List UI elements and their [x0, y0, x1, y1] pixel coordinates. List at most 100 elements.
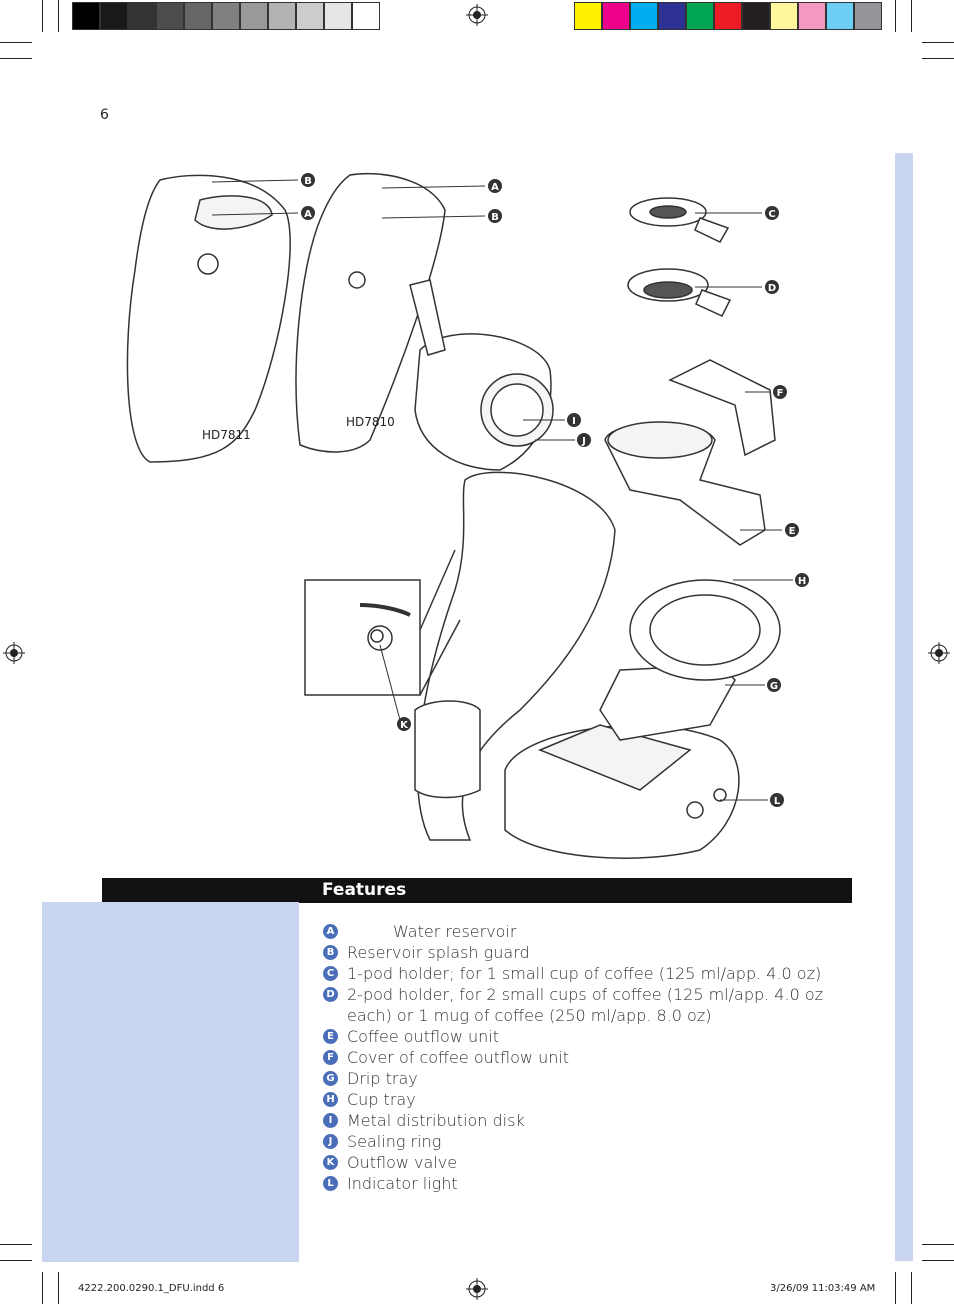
gray-swatch	[184, 2, 212, 30]
crop-mark	[0, 1260, 32, 1261]
feature-text: Water reservoir	[393, 922, 517, 941]
color-swatch	[686, 2, 714, 30]
callout-e: E	[785, 523, 799, 537]
gray-swatch	[72, 2, 100, 30]
color-swatch	[798, 2, 826, 30]
svg-text:A: A	[304, 209, 312, 220]
footer-file-name: 4222.200.0290.1_DFU.indd 6	[78, 1283, 225, 1294]
list-item: G Drip tray	[323, 1068, 863, 1089]
svg-text:D: D	[768, 283, 776, 294]
svg-text:F: F	[777, 388, 784, 399]
callout-l: L	[770, 793, 784, 807]
callout-j: J	[577, 433, 591, 447]
crop-mark	[922, 1244, 954, 1245]
left-accent-panel	[42, 902, 299, 1262]
svg-text:H: H	[798, 576, 806, 587]
color-swatch	[658, 2, 686, 30]
footer-timestamp: 3/26/09 11:03:49 AM	[770, 1283, 876, 1294]
gray-swatch	[352, 2, 380, 30]
side-accent-band	[895, 153, 913, 1261]
crop-mark	[42, 0, 43, 32]
svg-text:K: K	[400, 720, 409, 731]
svg-text:B: B	[491, 212, 499, 223]
feature-text: Reservoir splash guard	[347, 943, 530, 962]
crop-mark	[58, 0, 59, 32]
model-label-hd7811: HD7811	[202, 428, 251, 442]
list-item: K Outflow valve	[323, 1152, 863, 1173]
feature-badge: A	[323, 924, 338, 939]
feature-badge: H	[323, 1092, 338, 1107]
feature-badge: F	[323, 1050, 338, 1065]
color-swatch	[714, 2, 742, 30]
feature-text: Drip tray	[347, 1069, 418, 1088]
callout-b-left: B	[301, 173, 315, 187]
list-item: J Sealing ring	[323, 1131, 863, 1152]
list-item: I Metal distribution disk	[323, 1110, 863, 1131]
reservoir-hd7811	[126, 174, 291, 463]
feature-badge: D	[323, 987, 338, 1002]
crop-mark	[0, 58, 32, 59]
registration-mark-icon	[3, 642, 25, 664]
feature-badge: K	[323, 1155, 338, 1170]
svg-text:E: E	[789, 526, 796, 537]
callout-f: F	[773, 385, 787, 399]
reservoir-hd7810	[295, 172, 446, 453]
crop-mark	[58, 1272, 59, 1304]
callout-a-left: A	[301, 206, 315, 220]
feature-badge: C	[323, 966, 338, 981]
callout-h: H	[795, 573, 809, 587]
feature-text: 1-pod holder; for 1 small cup of coffee …	[347, 964, 822, 983]
list-item: H Cup tray	[323, 1089, 863, 1110]
gray-swatch	[128, 2, 156, 30]
callout-d: D	[765, 280, 779, 294]
callout-i: I	[567, 413, 581, 427]
exploded-diagram: B A A B C D F E H G I J K L HD7811 HD781…	[126, 172, 809, 859]
callout-g: G	[767, 678, 781, 692]
feature-text: Coffee outflow unit	[347, 1027, 499, 1046]
feature-badge: L	[323, 1176, 338, 1191]
svg-text:G: G	[770, 681, 778, 692]
gray-swatch	[212, 2, 240, 30]
gray-swatch	[268, 2, 296, 30]
features-list: A Water reservoir B Reservoir splash gua…	[323, 921, 863, 1194]
gray-swatch	[156, 2, 184, 30]
page-number: 6	[100, 107, 109, 123]
feature-text: Outflow valve	[347, 1153, 458, 1172]
list-item: D 2-pod holder, for 2 small cups of coff…	[323, 984, 863, 1026]
features-header-bar	[102, 878, 852, 903]
registration-mark-icon	[466, 4, 488, 26]
feature-badge: B	[323, 945, 338, 960]
crop-mark	[922, 1260, 954, 1261]
registration-mark-icon	[928, 642, 950, 664]
svg-text:I: I	[572, 416, 576, 427]
feature-badge: I	[323, 1113, 338, 1128]
list-item: F Cover of coffee outflow unit	[323, 1047, 863, 1068]
color-swatch	[574, 2, 602, 30]
drip-tray	[599, 664, 736, 741]
svg-text:A: A	[491, 182, 499, 193]
svg-text:L: L	[774, 796, 781, 807]
color-swatch	[742, 2, 770, 30]
crop-mark	[895, 0, 896, 32]
feature-badge: J	[323, 1134, 338, 1149]
gray-swatch	[100, 2, 128, 30]
crop-mark	[911, 1272, 912, 1304]
feature-badge: G	[323, 1071, 338, 1086]
feature-text: Cup tray	[347, 1090, 416, 1109]
feature-text: Sealing ring	[347, 1132, 442, 1151]
crop-mark	[895, 1272, 896, 1304]
callout-c: C	[765, 206, 779, 220]
callout-b-mid: B	[488, 209, 502, 223]
svg-text:B: B	[304, 176, 312, 187]
list-item: A Water reservoir	[323, 921, 863, 942]
gray-swatch	[296, 2, 324, 30]
crop-mark	[0, 42, 32, 43]
color-swatch	[630, 2, 658, 30]
feature-text: Indicator light	[347, 1174, 458, 1193]
list-item: C 1-pod holder; for 1 small cup of coffe…	[323, 963, 863, 984]
crop-mark	[42, 1272, 43, 1304]
crop-mark	[922, 42, 954, 43]
list-item: L Indicator light	[323, 1173, 863, 1194]
crop-mark	[0, 1244, 32, 1245]
list-item: B Reservoir splash guard	[323, 942, 863, 963]
